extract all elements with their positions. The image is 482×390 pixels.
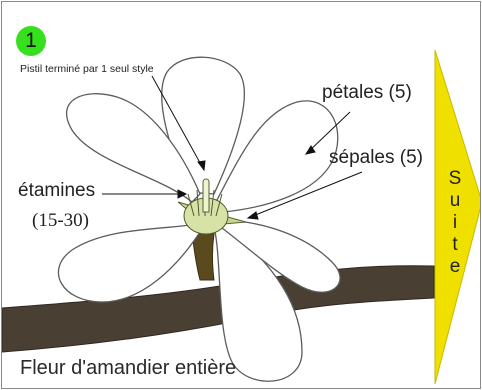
pistil-label: Pistil terminé par 1 seul style [20,63,154,75]
petal-bottom-left [58,224,200,302]
caption: Fleur d'amandier entière [20,357,236,380]
suite-letter: e [443,256,467,278]
suite-letter: S [443,168,467,190]
suite-letter: t [443,234,467,256]
suite-letter: i [443,212,467,234]
etamines-label: étamines [18,180,95,202]
etamines-count-label: (15-30) [32,210,89,232]
suite-letter: u [443,190,467,212]
step-number-badge: 1 [16,26,46,56]
sepales-label: sépales (5) [329,147,423,169]
suite-label[interactable]: S u i t e [443,168,467,278]
pistil [203,179,209,212]
petales-label: pétales (5) [322,82,412,104]
